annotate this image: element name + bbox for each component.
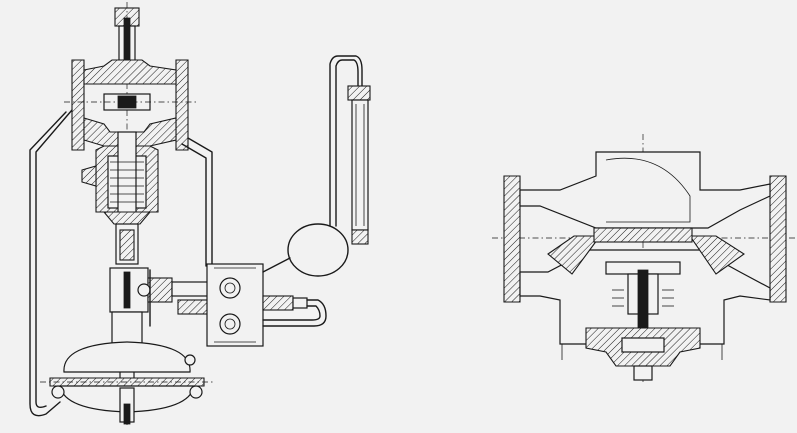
drain-boss (633, 365, 653, 381)
diaphragm-housing (40, 341, 214, 425)
body-upper-wall (519, 151, 771, 229)
lower-right-rib (688, 235, 745, 275)
spring-housing (81, 131, 159, 225)
outlet-flange (769, 175, 787, 303)
pilot-block (206, 263, 327, 347)
capillary-sensor (262, 55, 371, 277)
middle-fitting (137, 269, 209, 327)
valve-assembly-left (29, 2, 371, 425)
seat-plate (593, 227, 693, 243)
body-inner-chamber (605, 157, 691, 223)
bonnet-inner (621, 337, 665, 353)
valve-plug (612, 269, 674, 331)
inlet-flange (503, 175, 521, 303)
valve-body-section-right (492, 134, 796, 382)
impulse-piping (29, 109, 213, 417)
